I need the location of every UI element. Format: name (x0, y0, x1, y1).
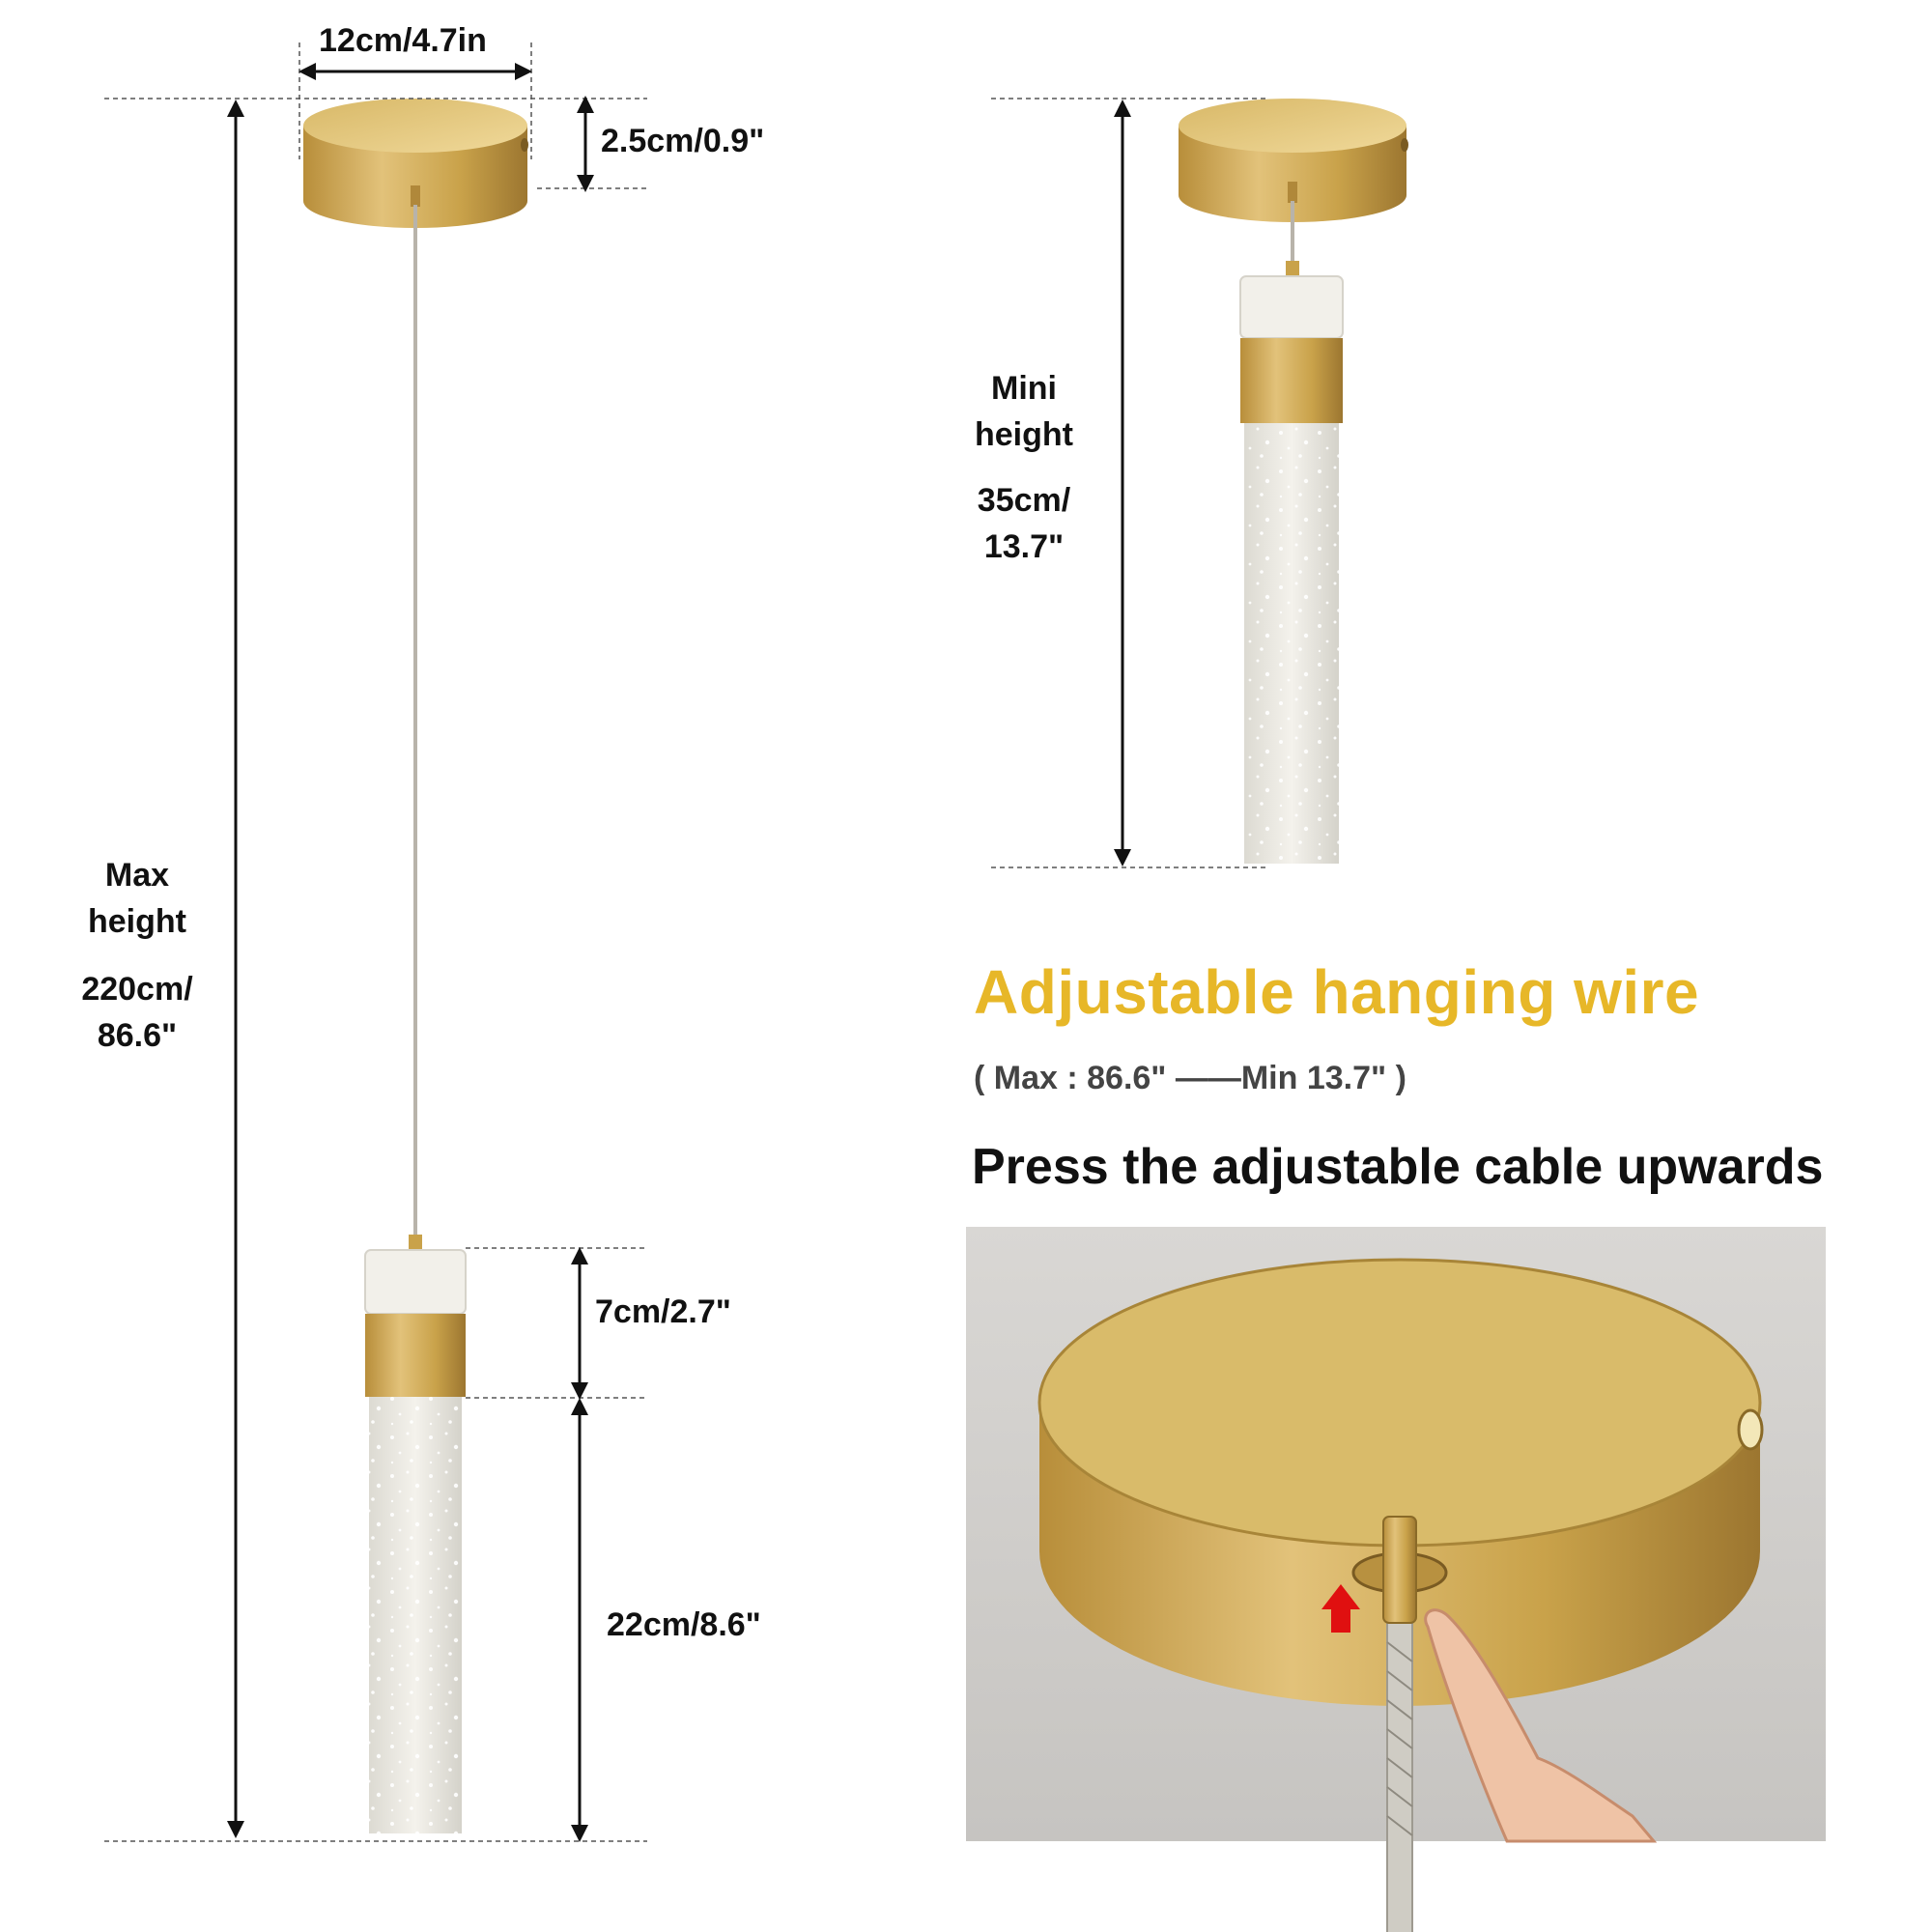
instruction-text: Press the adjustable cable upwards (972, 1139, 1824, 1195)
right-dimension-lines (991, 98, 1267, 868)
mini-height-value: 35cm/ 13.7" (977, 482, 1071, 565)
cable-gripper (1382, 1516, 1417, 1624)
canopy-width-label: 12cm/4.7in (319, 22, 487, 59)
canopy-height-label: 2.5cm/0.9" (601, 123, 765, 159)
max-height-value: 220cm/ 86.6" (81, 971, 193, 1054)
right-pendant-lamp (1179, 99, 1408, 864)
up-arrow-icon (1321, 1584, 1360, 1633)
mini-height-label: Mini height (975, 370, 1073, 453)
left-dimension-arrows (227, 63, 594, 1842)
left-dimension-lines (104, 43, 647, 1842)
max-height-label: Max height (88, 857, 186, 940)
feature-heading: Adjustable hanging wire (974, 957, 1700, 1027)
range-note: ( Max : 86.6" ——Min 13.7" ) (974, 1060, 1406, 1096)
shade-top-height-label: 7cm/2.7" (595, 1293, 731, 1330)
shade-bottom-height-label: 22cm/8.6" (607, 1606, 761, 1643)
canopy-side (303, 126, 527, 228)
canopy-closeup-photo (966, 1227, 1826, 1932)
shade-brass-band (365, 1314, 466, 1397)
pointing-hand-icon (1424, 1608, 1658, 1843)
canopy-top (303, 99, 527, 153)
braided-cable (1386, 1622, 1413, 1932)
left-pendant-lamp (303, 99, 528, 1833)
